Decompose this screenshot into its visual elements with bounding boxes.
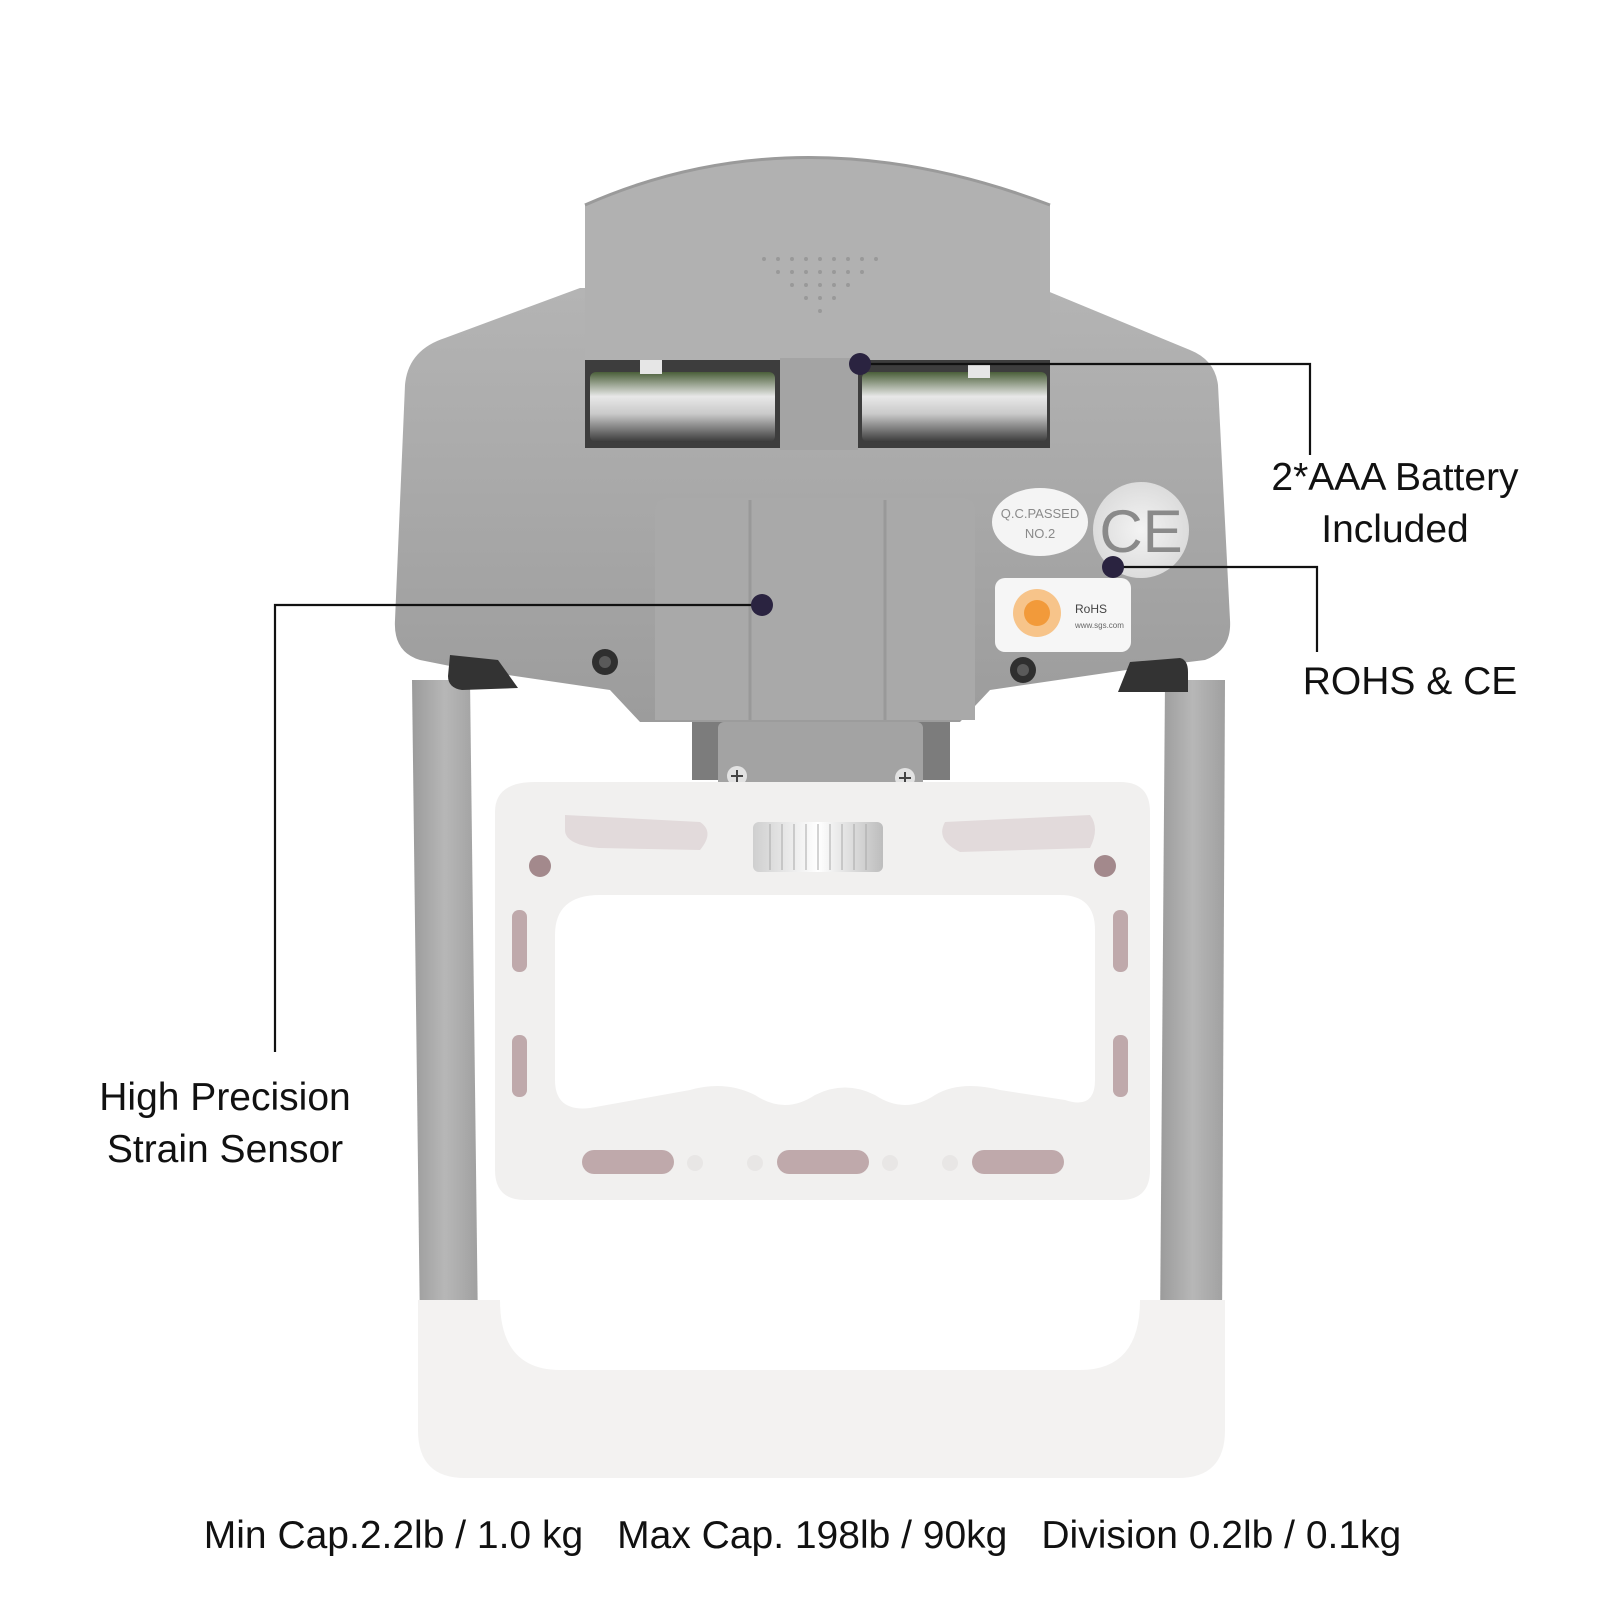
grip-slot-bottom-1 (582, 1150, 674, 1174)
battery-right (862, 372, 1047, 442)
battery-leader (860, 362, 1312, 455)
grip-slot-right-1 (1113, 910, 1128, 972)
spec-min-capacity: Min Cap.2.2lb / 1.0 kg (203, 1514, 584, 1557)
certification-callout: ROHS & CE (1270, 656, 1550, 708)
sensor-leader (273, 603, 762, 1052)
ce-badge (1093, 482, 1189, 578)
grip-slot-right-2 (1113, 1035, 1128, 1097)
sensor-block (655, 498, 975, 720)
battery-callout-line1: 2*AAA Battery (1271, 456, 1519, 499)
grip-slot-left-2 (512, 1035, 527, 1097)
frame-opening (500, 1190, 1140, 1370)
ce-mark: CE (1099, 498, 1182, 565)
sensor-callout-line2: Strain Sensor (106, 1128, 344, 1171)
battery-callout-line2: Included (1321, 508, 1469, 551)
battery-divider (780, 358, 858, 450)
battery-cover-lid (585, 157, 1050, 362)
leader-lines (273, 362, 1319, 1052)
grip-slot-bottom-3 (972, 1150, 1064, 1174)
battery-leader-dot (849, 353, 871, 375)
sensor-leader-dot (751, 594, 773, 616)
qc-sticker-text-2: NO.2 (1025, 526, 1055, 541)
speaker-grille (762, 257, 878, 313)
qc-sticker-text-1: Q.C.PASSED (1001, 506, 1080, 521)
battery-callout: 2*AAA Battery Included (1235, 452, 1555, 556)
rohs-leader (1113, 565, 1319, 652)
battery-left (590, 372, 775, 442)
grip-slot-left-1 (512, 910, 527, 972)
qc-sticker (992, 488, 1088, 556)
spec-max-capacity: Max Cap. 198lb / 90kg (617, 1514, 1008, 1557)
rohs-sticker-url: www.sgs.com (1074, 621, 1124, 630)
specifications-bar: Min Cap.2.2lb / 1.0 kg Max Cap. 198lb / … (0, 1510, 1605, 1562)
left-side-rail (412, 680, 478, 1330)
spec-division: Division 0.2lb / 0.1kg (1041, 1514, 1402, 1557)
grip-window (555, 895, 1095, 1109)
grip-pocket-left (565, 815, 708, 850)
sensor-callout: High Precision Strain Sensor (60, 1072, 390, 1176)
sensor-callout-line1: High Precision (99, 1076, 351, 1119)
grip-pocket-right (942, 815, 1095, 852)
grip-slot-bottom-2 (777, 1150, 869, 1174)
right-slot (1118, 658, 1188, 692)
left-slot (448, 655, 518, 690)
right-side-rail (1160, 680, 1225, 1330)
rohs-sticker-text: RoHS (1075, 602, 1107, 616)
certification-callout-text: ROHS & CE (1302, 660, 1518, 703)
rohs-leader-dot (1102, 556, 1124, 578)
